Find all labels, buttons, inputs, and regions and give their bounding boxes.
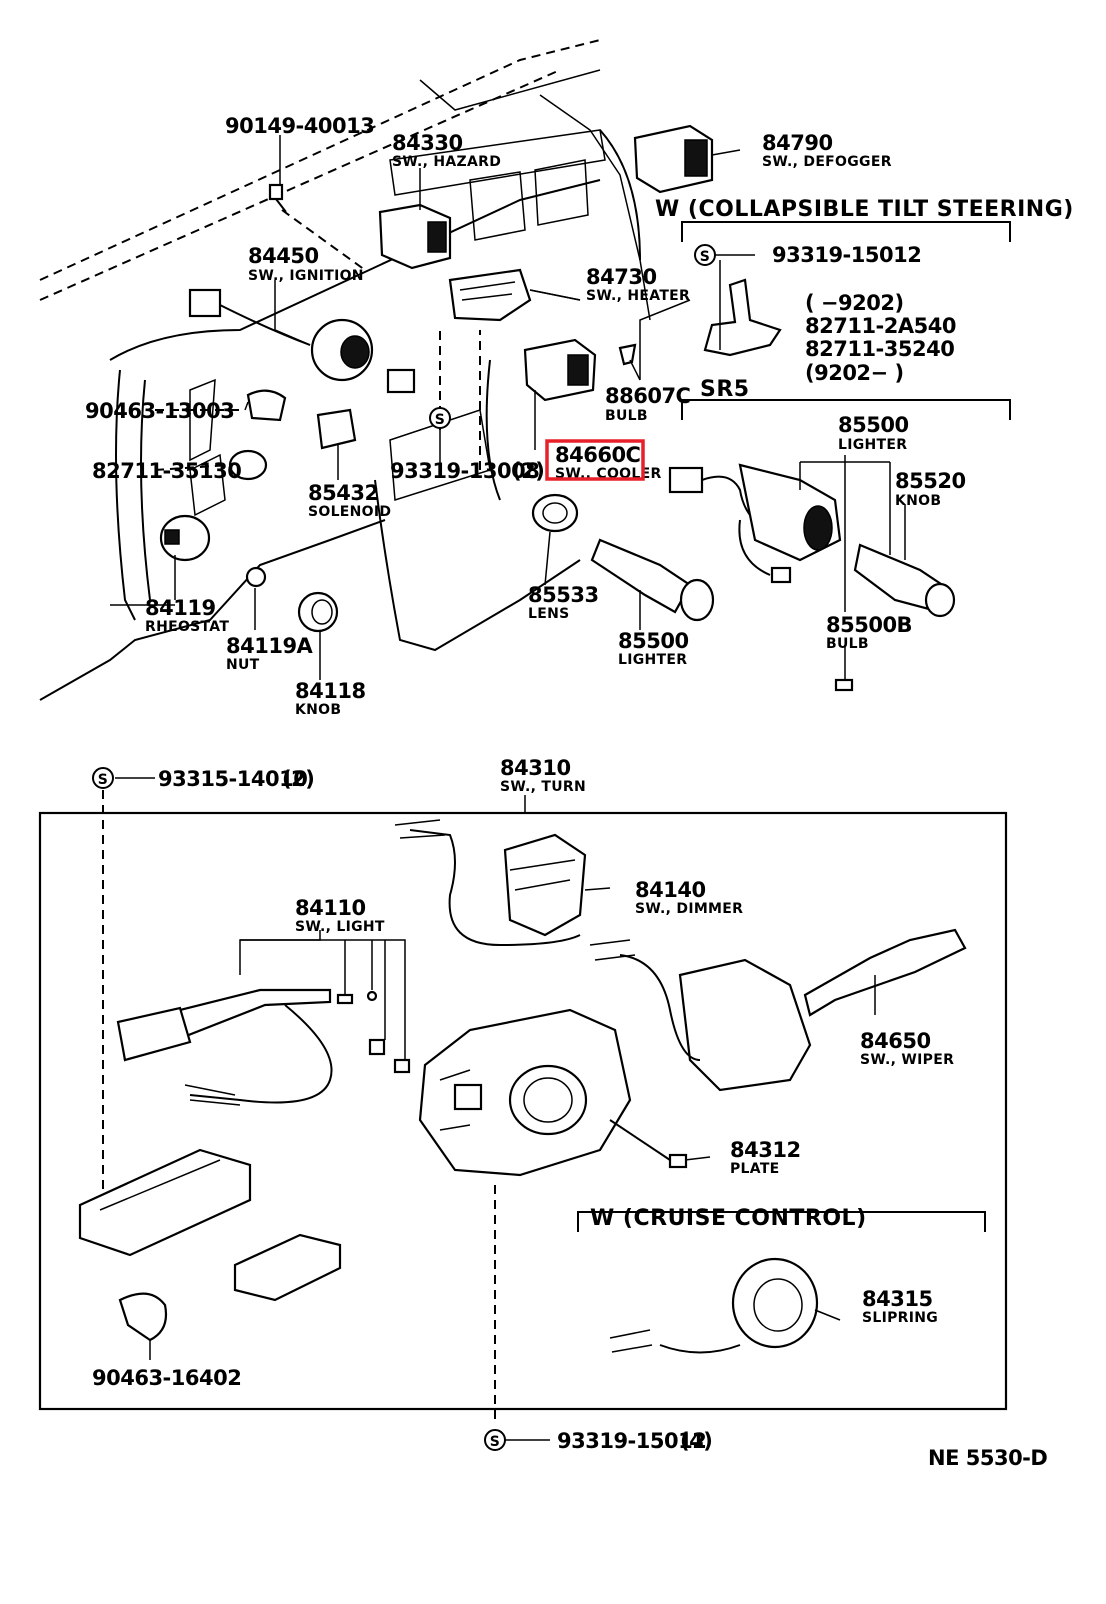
part-name: BULB: [605, 408, 648, 424]
part-number[interactable]: 85500B: [826, 613, 913, 637]
part-number[interactable]: 84330: [392, 131, 463, 155]
screw-icon: S: [98, 772, 108, 788]
part-number[interactable]: 84110: [295, 896, 366, 920]
part-number[interactable]: 85432: [308, 481, 379, 505]
part-name: LIGHTER: [838, 437, 907, 453]
part-labels: 90149-40013 84330 SW., HAZARD 84790 SW.,…: [85, 114, 966, 1453]
group-labels: W (COLLAPSIBLE TILT STEERING) ( −9202) 8…: [590, 197, 1074, 1470]
part-number[interactable]: 84140: [635, 878, 706, 902]
group-title-tilt: W (COLLAPSIBLE TILT STEERING): [655, 197, 1074, 222]
part-number[interactable]: 85500: [838, 413, 909, 437]
leader-lines-lower: [115, 777, 876, 1441]
tilt-range-1: ( −9202): [805, 291, 904, 315]
screw-icon: S: [700, 249, 710, 265]
part-drawings-lower: [78, 819, 967, 1354]
part-number[interactable]: 84790: [762, 131, 833, 155]
part-number[interactable]: 84650: [860, 1029, 931, 1053]
part-number[interactable]: 93319-15012: [557, 1429, 707, 1453]
part-number[interactable]: 85533: [528, 583, 599, 607]
part-drawings-upper: [159, 124, 715, 633]
screw-icon: S: [490, 1434, 500, 1450]
part-name: LENS: [528, 606, 569, 622]
highlight-box: [545, 439, 645, 481]
part-name: SW., HAZARD: [392, 154, 501, 170]
part-number[interactable]: 84310: [500, 756, 571, 780]
part-name: PLATE: [730, 1161, 780, 1177]
part-number[interactable]: 93319-13008: [390, 459, 540, 483]
part-name: NUT: [226, 657, 260, 673]
part-number[interactable]: 84119: [145, 596, 216, 620]
part-number[interactable]: 82711-35130: [92, 459, 242, 483]
highlighted-part[interactable]: 84660C SW., COOLER: [545, 439, 662, 482]
part-number[interactable]: 90149-40013: [225, 114, 375, 138]
part-number[interactable]: 84312: [730, 1138, 801, 1162]
part-number[interactable]: 85500: [618, 629, 689, 653]
part-number[interactable]: 84730: [586, 265, 657, 289]
part-number[interactable]: 84315: [862, 1287, 933, 1311]
group-title-cruise: W (CRUISE CONTROL): [590, 1206, 867, 1231]
leader-lines-upper: [110, 135, 906, 680]
part-name: SW., LIGHT: [295, 919, 385, 935]
part-name: KNOB: [295, 702, 341, 718]
part-qty: (4): [680, 1429, 712, 1453]
part-name: SW., DIMMER: [635, 901, 743, 917]
screw-icon: S: [435, 412, 445, 428]
part-number[interactable]: 84660C: [555, 443, 641, 467]
reference-code: NE 5530-D: [928, 1446, 1047, 1470]
group-brackets: [577, 221, 1011, 1232]
part-name: SW., HEATER: [586, 288, 690, 304]
part-number[interactable]: 84118: [295, 679, 366, 703]
part-number[interactable]: 84119A: [226, 634, 314, 658]
part-name: SW., TURN: [500, 779, 586, 795]
part-name: SLIPRING: [862, 1310, 938, 1326]
part-number[interactable]: 90463-16402: [92, 1366, 242, 1390]
part-name: SW., IGNITION: [248, 268, 364, 284]
part-number[interactable]: 84450: [248, 244, 319, 268]
part-qty: (2): [282, 767, 314, 791]
part-name: KNOB: [895, 493, 941, 509]
part-name: RHEOSTAT: [145, 619, 229, 635]
dashboard-outline: [39, 39, 651, 701]
screw-symbol-icons: S S S S: [92, 244, 716, 1451]
lower-frame: [38, 790, 1008, 1425]
tilt-part-b[interactable]: 82711-35240: [805, 337, 955, 361]
part-name: BULB: [826, 636, 869, 652]
part-name: LIGHTER: [618, 652, 687, 668]
part-number[interactable]: 88607C: [605, 384, 691, 408]
part-qty: (2): [512, 459, 544, 483]
tilt-part-a[interactable]: 82711-2A540: [805, 314, 956, 338]
tilt-range-2: (9202− ): [805, 361, 904, 385]
part-number[interactable]: 93319-15012: [772, 243, 922, 267]
part-name: SOLENOID: [308, 504, 391, 520]
part-number[interactable]: 93315-14010: [158, 767, 308, 791]
part-number[interactable]: 90463-13003: [85, 399, 235, 423]
part-number[interactable]: 85520: [895, 469, 966, 493]
group-title-sr5: SR5: [700, 377, 750, 402]
part-name: SW., DEFOGGER: [762, 154, 892, 170]
part-name: SW., WIPER: [860, 1052, 954, 1068]
